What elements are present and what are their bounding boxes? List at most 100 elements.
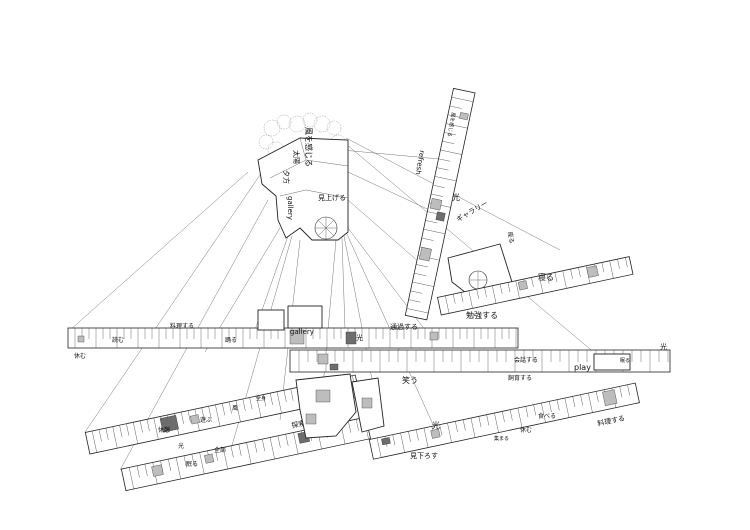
partition-line — [412, 281, 434, 287]
partition-line — [627, 384, 630, 396]
partition-line — [415, 429, 419, 441]
partition-line — [432, 185, 445, 188]
label-tansaku: 探索 — [291, 418, 307, 430]
label-ryori-left: 料理する — [170, 322, 194, 330]
partition-line — [494, 412, 499, 433]
partition-line — [449, 105, 462, 109]
partition-line — [442, 140, 455, 144]
partition-line — [502, 411, 505, 423]
partition-line — [126, 423, 130, 436]
partition-line — [423, 427, 429, 448]
partition-line — [423, 229, 446, 234]
partition-line — [269, 393, 273, 406]
partition-line — [98, 429, 102, 442]
partition-line — [609, 260, 614, 279]
partition-line — [408, 299, 421, 303]
partition-line — [136, 465, 140, 478]
label-nemuru-low: 眠る — [186, 461, 198, 468]
partition-line — [146, 419, 150, 432]
label-ryori-right: 料理する — [597, 413, 626, 428]
partition-line — [434, 176, 457, 182]
partition-line — [484, 287, 487, 298]
central-connector — [295, 373, 385, 439]
partition-line — [564, 397, 570, 418]
label-zenbu: 全部 — [214, 446, 226, 454]
partition-line — [139, 420, 143, 433]
partition-line — [262, 439, 265, 452]
label-kaiwa: 会話する — [514, 356, 538, 364]
partition-line — [230, 445, 234, 458]
strip-right-lower — [368, 382, 640, 460]
partition-line — [168, 459, 172, 471]
label-gallery-mid: gallery — [290, 328, 314, 336]
partition-line — [242, 398, 246, 411]
partition-line — [283, 390, 287, 403]
partition-line — [235, 400, 241, 422]
label-hikari-low: 光 — [178, 442, 184, 450]
partition-line — [460, 292, 464, 303]
partition-line — [476, 289, 479, 299]
partition-line — [617, 259, 620, 269]
partition-line — [499, 284, 503, 294]
partition-line — [439, 424, 443, 436]
label-kyukei: 休憩 — [158, 426, 170, 434]
label-odoru: 踊る — [225, 337, 237, 344]
label-zenshin: 全身 — [256, 395, 266, 402]
partition-line — [478, 416, 482, 428]
partition-line — [486, 414, 490, 426]
partition-line — [436, 167, 449, 171]
partition-line — [517, 407, 523, 428]
partition-line — [129, 467, 134, 489]
partition-line — [447, 114, 460, 118]
label-neru: 寝る — [538, 272, 554, 282]
partition-line — [507, 282, 511, 293]
partition-line — [175, 457, 181, 479]
partition-line — [406, 308, 429, 314]
label-yasumu-right: 休む — [520, 426, 532, 434]
partition-line — [416, 264, 428, 268]
strip-right-upper — [437, 256, 634, 316]
label-benkyo: 勉強する — [466, 310, 498, 320]
partition-line — [222, 447, 228, 470]
partition-line — [440, 149, 462, 155]
partition-line — [180, 412, 184, 424]
partition-line — [445, 123, 468, 129]
label-tsuuka: 通過する — [390, 322, 418, 331]
partition-line — [462, 419, 466, 431]
partition-line — [191, 454, 195, 466]
partition-line — [431, 193, 443, 197]
label-kanjiru-tower: 風を感じる — [446, 112, 457, 138]
partition-line — [410, 290, 423, 294]
partition-line — [562, 270, 567, 289]
partition-line — [112, 426, 118, 449]
partition-line — [539, 275, 544, 294]
partition-line — [392, 434, 396, 446]
partition-line — [556, 399, 560, 411]
partition-line — [578, 267, 581, 278]
label-refresh: refresh — [414, 150, 426, 176]
partition-line — [447, 422, 452, 443]
partition-line — [293, 432, 299, 455]
label-yugata: 夕方 — [282, 170, 291, 184]
label-taiyo: 太陽 — [292, 150, 301, 164]
label-nemuru-right: 眠る — [620, 358, 630, 364]
partition-line — [187, 410, 191, 423]
partition-line — [133, 422, 139, 444]
tower-strip — [404, 87, 476, 321]
label-asobu: 遊ぶ — [200, 416, 212, 424]
partition-line — [183, 455, 187, 468]
partition-line — [468, 290, 473, 309]
partition-line — [451, 96, 474, 102]
partition-line — [509, 409, 513, 421]
label-miorosu: 見下ろす — [410, 452, 438, 460]
label-yomu-left: 読む — [112, 336, 124, 344]
partition-line — [263, 394, 267, 407]
partition-line — [153, 417, 159, 440]
partition-line — [277, 435, 281, 448]
partition-line — [222, 403, 225, 416]
partition-line — [445, 295, 450, 314]
partition-line — [619, 386, 623, 398]
label-hikari-mid: 光 — [356, 333, 363, 342]
partition-line — [455, 421, 458, 433]
